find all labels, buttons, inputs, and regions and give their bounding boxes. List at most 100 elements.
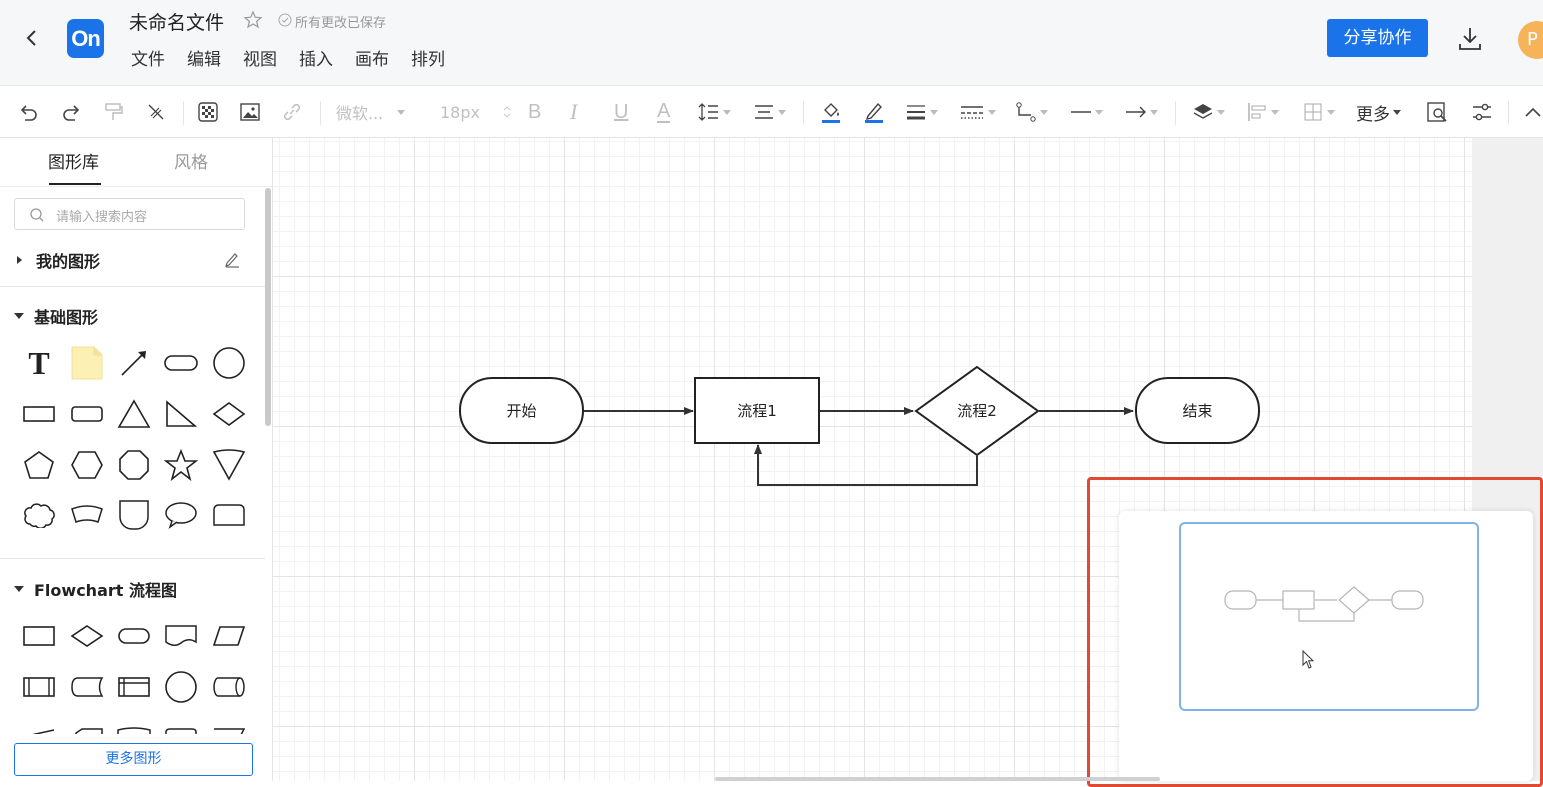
font-size-input[interactable]: 18px — [440, 99, 512, 125]
rounded-rect-shape[interactable] — [161, 343, 201, 383]
align-objects-icon[interactable] — [1246, 99, 1279, 125]
node-end[interactable]: 结束 — [1135, 377, 1260, 444]
redo-icon[interactable] — [60, 99, 82, 125]
text-shape[interactable]: T — [28, 344, 50, 381]
right-triangle-shape[interactable] — [161, 394, 201, 434]
rectangle-shape[interactable] — [19, 394, 59, 434]
avatar[interactable]: P — [1518, 21, 1543, 59]
highlight-box — [1087, 477, 1543, 787]
inverted-triangle-shape[interactable] — [209, 445, 249, 485]
rounded-corner-shape[interactable] — [114, 495, 154, 535]
star-shape[interactable] — [161, 445, 201, 485]
link-icon[interactable] — [281, 99, 303, 125]
divider — [0, 186, 273, 187]
line-width-icon[interactable] — [905, 99, 938, 125]
section-flowchart[interactable]: Flowchart 流程图 — [14, 577, 177, 601]
menu-arrange[interactable]: 排列 — [411, 50, 445, 70]
search-icon — [29, 207, 45, 227]
save-status: 所有更改已保存 — [278, 12, 386, 31]
node-process1[interactable]: 流程1 — [694, 377, 820, 444]
arrange-icon[interactable] — [1302, 99, 1335, 125]
menu-insert[interactable]: 插入 — [299, 50, 333, 70]
italic-icon[interactable]: I — [570, 99, 578, 124]
section-my-shapes[interactable]: 我的图形 — [14, 248, 100, 272]
minimap-viewport[interactable] — [1179, 522, 1479, 711]
check-circle-icon — [278, 13, 292, 31]
tab-shape[interactable] — [209, 495, 249, 535]
shape-library-panel: 图形库 风格 请输入搜索内容 我的图形 基础图形 T — [0, 138, 273, 781]
menu-view[interactable]: 视图 — [243, 50, 277, 70]
node-process2-label: 流程2 — [957, 402, 997, 420]
app-logo[interactable]: On — [67, 19, 104, 58]
cloud-shape[interactable] — [19, 495, 59, 535]
layers-icon[interactable] — [1192, 99, 1225, 125]
more-shapes-button[interactable]: 更多图形 — [14, 743, 253, 776]
node-process1-label: 流程1 — [737, 402, 777, 420]
speech-bubble-shape[interactable] — [161, 495, 201, 535]
node-end-label: 结束 — [1182, 402, 1212, 420]
menu-edit[interactable]: 编辑 — [187, 50, 221, 70]
internal-storage-shape[interactable] — [114, 667, 154, 707]
note-shape[interactable] — [67, 343, 107, 383]
decision-shape[interactable] — [67, 616, 107, 656]
section-flowchart-label: Flowchart 流程图 — [34, 581, 177, 600]
process-shape[interactable] — [19, 616, 59, 656]
tab-style[interactable]: 风格 — [174, 153, 208, 173]
settings-icon[interactable] — [1471, 99, 1493, 125]
tab-shape-library[interactable]: 图形库 — [48, 153, 99, 173]
format-painter-icon[interactable] — [103, 99, 125, 125]
triangle-shape[interactable] — [114, 394, 154, 434]
terminator-shape[interactable] — [114, 616, 154, 656]
align-icon[interactable] — [753, 99, 786, 125]
menu-canvas[interactable]: 画布 — [355, 50, 389, 70]
minimap-panel[interactable] — [1119, 511, 1533, 781]
menu-file[interactable]: 文件 — [131, 50, 165, 70]
rounded-rectangle-shape[interactable] — [67, 394, 107, 434]
document-shape[interactable] — [161, 616, 201, 656]
canvas-horizontal-scrollbar[interactable] — [715, 777, 1160, 781]
pentagon-shape[interactable] — [19, 445, 59, 485]
stored-data-shape[interactable] — [67, 667, 107, 707]
predefined-process-shape[interactable] — [19, 667, 59, 707]
sidebar-scrollbar[interactable] — [265, 188, 271, 426]
collapse-icon[interactable] — [1522, 99, 1543, 125]
banner-shape[interactable] — [67, 495, 107, 535]
edit-icon[interactable] — [223, 250, 241, 272]
node-process2[interactable]: 流程2 — [914, 365, 1040, 457]
flowchart-diagram: 开始 流程1 流程2 结束 — [459, 365, 1260, 486]
transparency-icon[interactable] — [197, 99, 219, 125]
diamond-shape[interactable] — [209, 394, 249, 434]
edge-loop-back[interactable] — [754, 444, 978, 486]
node-start[interactable]: 开始 — [459, 377, 584, 444]
underline-icon[interactable]: U — [614, 100, 629, 123]
direct-data-shape[interactable] — [209, 667, 249, 707]
pen-icon[interactable] — [863, 99, 885, 125]
circle-shape[interactable] — [209, 343, 249, 383]
search-replace-icon[interactable] — [1426, 99, 1448, 125]
undo-icon[interactable] — [18, 99, 40, 125]
bold-icon[interactable]: B — [528, 100, 542, 123]
font-family-select[interactable]: 微软... — [336, 99, 406, 125]
line-start-icon[interactable] — [1070, 99, 1103, 125]
clear-format-icon[interactable] — [145, 99, 167, 125]
connector-shape[interactable] — [161, 667, 201, 707]
search-input[interactable]: 请输入搜索内容 — [14, 198, 245, 230]
line-style-icon[interactable] — [959, 99, 996, 125]
arrow-shape[interactable] — [114, 343, 154, 383]
download-icon[interactable] — [1457, 24, 1483, 52]
hexagon-shape[interactable] — [67, 445, 107, 485]
data-shape[interactable] — [209, 616, 249, 656]
share-button[interactable]: 分享协作 — [1327, 19, 1428, 57]
chevron-left-icon[interactable] — [18, 24, 46, 52]
star-icon[interactable] — [243, 10, 263, 30]
file-title[interactable]: 未命名文件 — [129, 12, 225, 34]
octagon-shape[interactable] — [114, 445, 154, 485]
image-icon[interactable] — [239, 99, 261, 125]
more-button[interactable]: 更多 — [1356, 99, 1401, 125]
connector-icon[interactable] — [1015, 99, 1048, 125]
arrow-end-icon[interactable] — [1125, 99, 1158, 125]
font-color-icon[interactable]: A — [657, 100, 671, 123]
section-basic-shapes[interactable]: 基础图形 — [14, 304, 98, 328]
fill-icon[interactable] — [820, 99, 842, 125]
line-height-icon[interactable] — [698, 99, 731, 125]
